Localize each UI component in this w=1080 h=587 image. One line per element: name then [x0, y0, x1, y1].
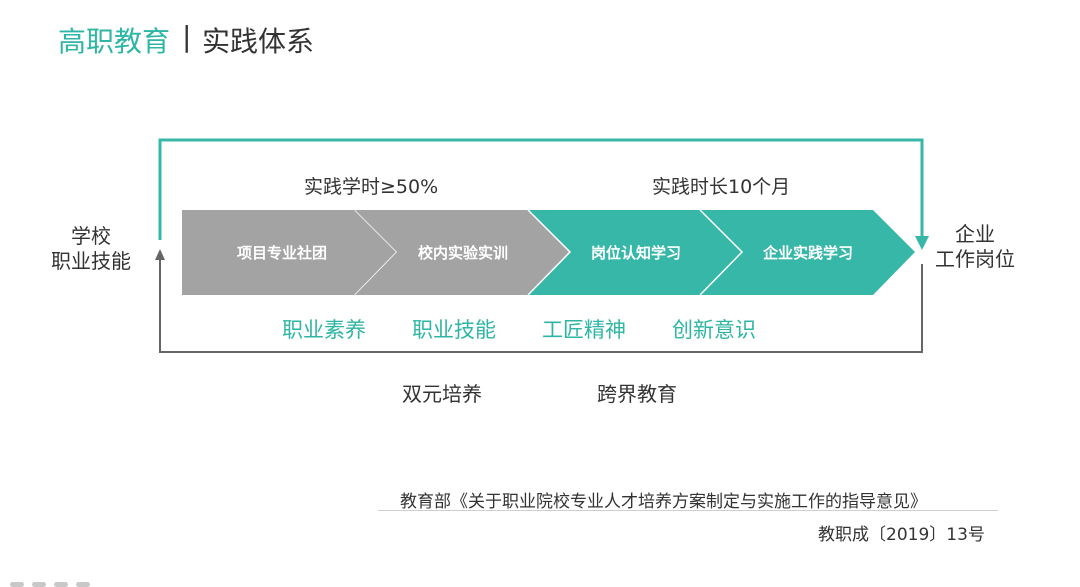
bottom-loop-arrowhead: [155, 249, 165, 260]
right-side-line-2: 工作岗位: [935, 247, 1015, 271]
step-1-shape: [182, 210, 397, 295]
step-3-divider: [527, 209, 572, 296]
practice-duration-label: 实践时长10个月: [652, 176, 791, 198]
left-side-label: 学校 职业技能: [46, 224, 136, 274]
step-2-shape: [355, 210, 570, 295]
step-4-label: 企业实践学习: [762, 244, 853, 262]
source-document-title: 教育部《关于职业院校专业人才培养方案制定与实施工作的指导意见》: [400, 492, 927, 512]
dual-cultivation-label: 双元培养: [402, 382, 482, 406]
page-title: 高职教育: [58, 25, 171, 58]
step-2-label: 校内实验实训: [418, 244, 508, 262]
title-separator: |: [182, 20, 192, 53]
page-indicator-dot: [10, 582, 24, 587]
step-3-label: 岗位认知学习: [591, 244, 681, 262]
skill-craftsmanship: 工匠精神: [542, 318, 626, 342]
left-side-line-2: 职业技能: [51, 249, 131, 273]
page-subtitle: 实践体系: [202, 25, 315, 58]
practice-hours-label: 实践学时≥50%: [304, 176, 439, 198]
skill-innovation: 创新意识: [672, 318, 756, 342]
cross-border-education-label: 跨界教育: [597, 382, 677, 406]
source-divider: [378, 510, 998, 511]
step-4-divider: [699, 209, 744, 296]
right-side-label: 企业 工作岗位: [930, 222, 1020, 272]
skill-professionalism: 职业素养: [282, 318, 366, 342]
top-loop-line: [158, 138, 924, 240]
bottom-loop-line: [159, 260, 923, 353]
step-1-label: 项目专业社团: [237, 244, 327, 262]
right-side-line-1: 企业: [955, 222, 995, 246]
skill-vocational: 职业技能: [412, 318, 496, 342]
page-indicator-dot: [54, 582, 68, 587]
left-side-line-1: 学校: [71, 224, 111, 248]
source-document-number: 教职成〔2019〕13号: [818, 525, 985, 545]
page-indicator-dot: [32, 582, 46, 587]
step-3-shape: [528, 210, 742, 295]
page-indicator-dot: [76, 582, 90, 587]
top-loop-arrowhead: [915, 236, 929, 250]
step-4-shape: [700, 210, 915, 295]
